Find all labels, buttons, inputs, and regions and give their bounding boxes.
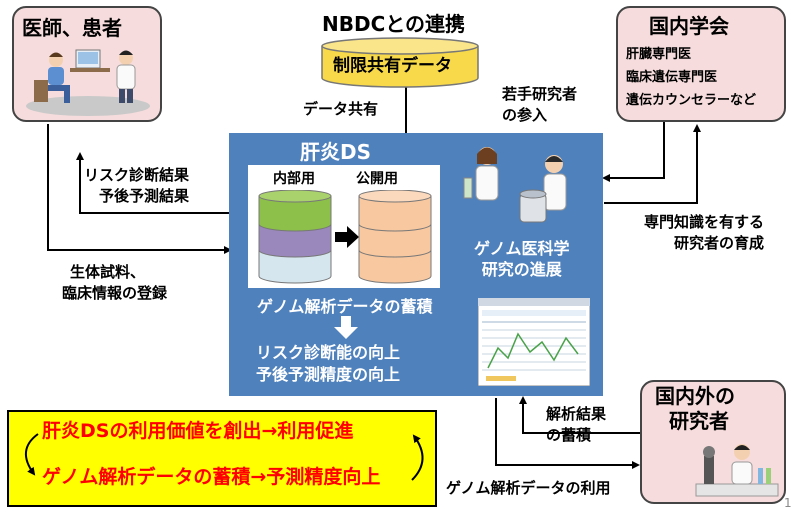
risk-results-label: リスク診断結果 予後予測結果: [84, 166, 190, 205]
training-arrow: [604, 124, 701, 204]
genome-use-arrow: [495, 398, 640, 469]
domestic-society-box: [616, 6, 786, 122]
society-item: 遺伝カウンセラーなど: [626, 93, 757, 108]
risk-results-arrow: [76, 152, 230, 214]
summary-line-1: 肝炎DSの利用価値を創出→利用促進: [42, 420, 354, 442]
researchers-title: 国内外の 研究者: [655, 384, 735, 433]
registration-label: 生体試料、 臨床情報の登録: [62, 263, 168, 302]
summary-line-2: ゲノム解析データの蓄積→予測精度向上: [42, 466, 381, 488]
software-screenshot-thumbnail: [478, 298, 590, 386]
nbdc-title: NBDCとの連携: [322, 12, 466, 36]
doctors-patients-title: 医師、患者: [22, 16, 122, 40]
data-sharing-label: データ共有: [303, 100, 379, 118]
researcher-microscope-illustration: [695, 444, 779, 497]
doctor-patient-illustration: [26, 49, 150, 116]
improvement-label: リスク診断能の向上 予後予測精度の向上: [256, 343, 401, 384]
restricted-data-label: 制限共有データ: [333, 56, 452, 76]
society-to-ds-arrow: [602, 122, 665, 182]
down-arrow-icon: [334, 316, 358, 339]
society-item: 肝臓専門医: [626, 47, 692, 62]
analysis-results-label: 解析結果 の蓄積: [546, 405, 607, 444]
page-number: 1: [784, 496, 792, 510]
young-researchers-label: 若手研究者 の参入: [502, 85, 578, 124]
accumulation-label: ゲノム解析データの蓄積: [257, 297, 433, 316]
restricted-data-cylinder: [321, 37, 479, 88]
genome-progress-label: ゲノム医科学 研究の進展: [474, 239, 570, 279]
society-item: 臨床遺伝専門医: [626, 70, 718, 85]
liver-ds-title: 肝炎DS: [300, 140, 372, 164]
internal-use-label: 内部用: [273, 171, 315, 187]
researchers-lab-illustration: [463, 147, 567, 223]
cycle-arrows-icon: [25, 433, 424, 481]
registration-arrow: [47, 124, 232, 254]
public-use-label: 公開用: [356, 171, 398, 187]
analysis-results-arrow: [519, 396, 640, 434]
domestic-society-title: 国内学会: [649, 14, 729, 38]
genome-use-label: ゲノム解析データの利用: [446, 479, 611, 497]
summary-box: [7, 410, 437, 507]
expert-training-label: 専門知識を有する 研究者の育成: [644, 213, 765, 252]
database-cylinders: [258, 190, 432, 284]
